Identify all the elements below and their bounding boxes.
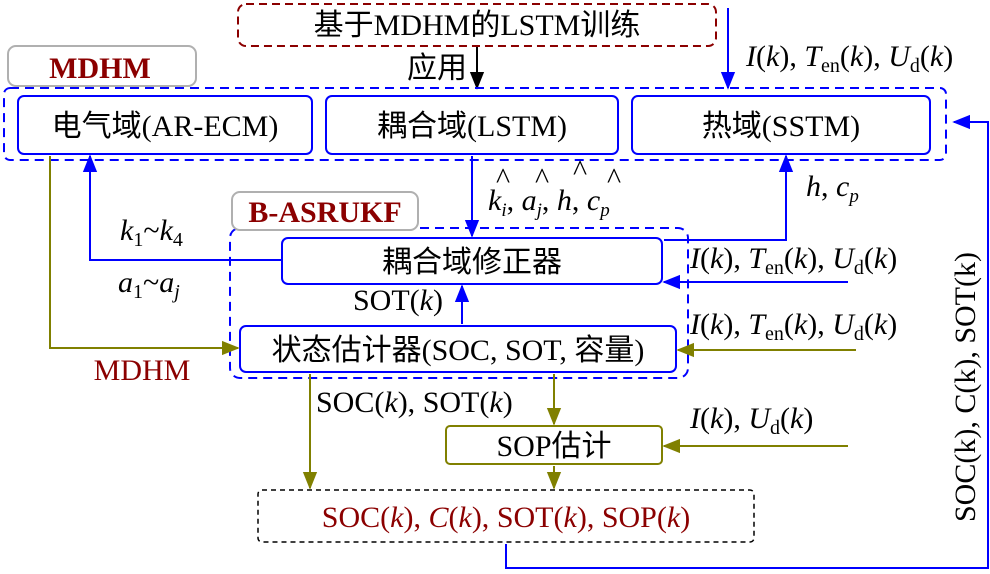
basrukf-label: B-ASRUKF (248, 196, 401, 229)
output-label: SOC(k), C(k), SOT(k), SOP(k) (322, 501, 690, 534)
coupling-corrector-label: 耦合域修正器 (382, 246, 562, 279)
mdhm-container (3, 87, 947, 161)
h-cp-label: h, cp (806, 170, 859, 207)
training-box (237, 3, 717, 47)
training-title: 基于MDHM的LSTM训练 (314, 9, 641, 42)
electrical-domain-label: 电气域(AR-ECM) (52, 110, 279, 143)
sop-estimator-box (445, 425, 663, 465)
corrector-to-electrical-arrow (82, 154, 282, 261)
feedback-label: SOC(k), C(k), SOT(k) (949, 252, 982, 522)
hat-marks: ^ (496, 162, 510, 195)
sop-estimator-label: SOP估计 (496, 430, 611, 463)
soc-sot-label: SOC(k), SOT(k) (316, 386, 513, 419)
coupling-domain-label: 耦合域(LSTM) (377, 110, 567, 143)
output-box (257, 489, 755, 543)
state-estimator-label: 状态估计器(SOC, SOT, 容量) (272, 334, 645, 367)
basrukf-label-box (231, 191, 419, 231)
thermal-domain-box (631, 95, 931, 155)
hat-marks-4: ^ (607, 162, 621, 195)
param-hat-label: ki, aj, h, cp (488, 184, 610, 221)
corrector-input-label: I(k), Ten(k), Ud(k) (689, 242, 897, 279)
hat-marks-2: ^ (535, 162, 549, 195)
mdhm-label: MDHM (49, 52, 151, 85)
electrical-to-estimator-arrow (49, 156, 240, 356)
sop-input-label: I(k), Ud(k) (689, 402, 813, 439)
hat-marks-3: ^ (573, 154, 587, 187)
mdhm-bottom-label: MDHM (94, 354, 191, 387)
a-range-label: a1~aj (118, 266, 180, 303)
mdhm-label-box (7, 45, 197, 87)
feedback-loop-arrow (505, 114, 989, 569)
electrical-domain-box (17, 95, 313, 155)
coupling-domain-box (325, 95, 619, 155)
sot-k-label: SOT(k) (353, 284, 443, 317)
state-estimator-box (239, 325, 677, 373)
estimator-input-label: I(k), Ten(k), Ud(k) (689, 308, 897, 345)
top-input-label: I(k), Ten(k), Ud(k) (745, 40, 953, 77)
basrukf-container (229, 227, 689, 379)
corrector-to-thermal-arrow (664, 154, 794, 241)
apply-label: 应用 (407, 52, 467, 85)
k-range-label: k1~k4 (120, 214, 183, 251)
thermal-domain-label: 热域(SSTM) (702, 110, 860, 143)
